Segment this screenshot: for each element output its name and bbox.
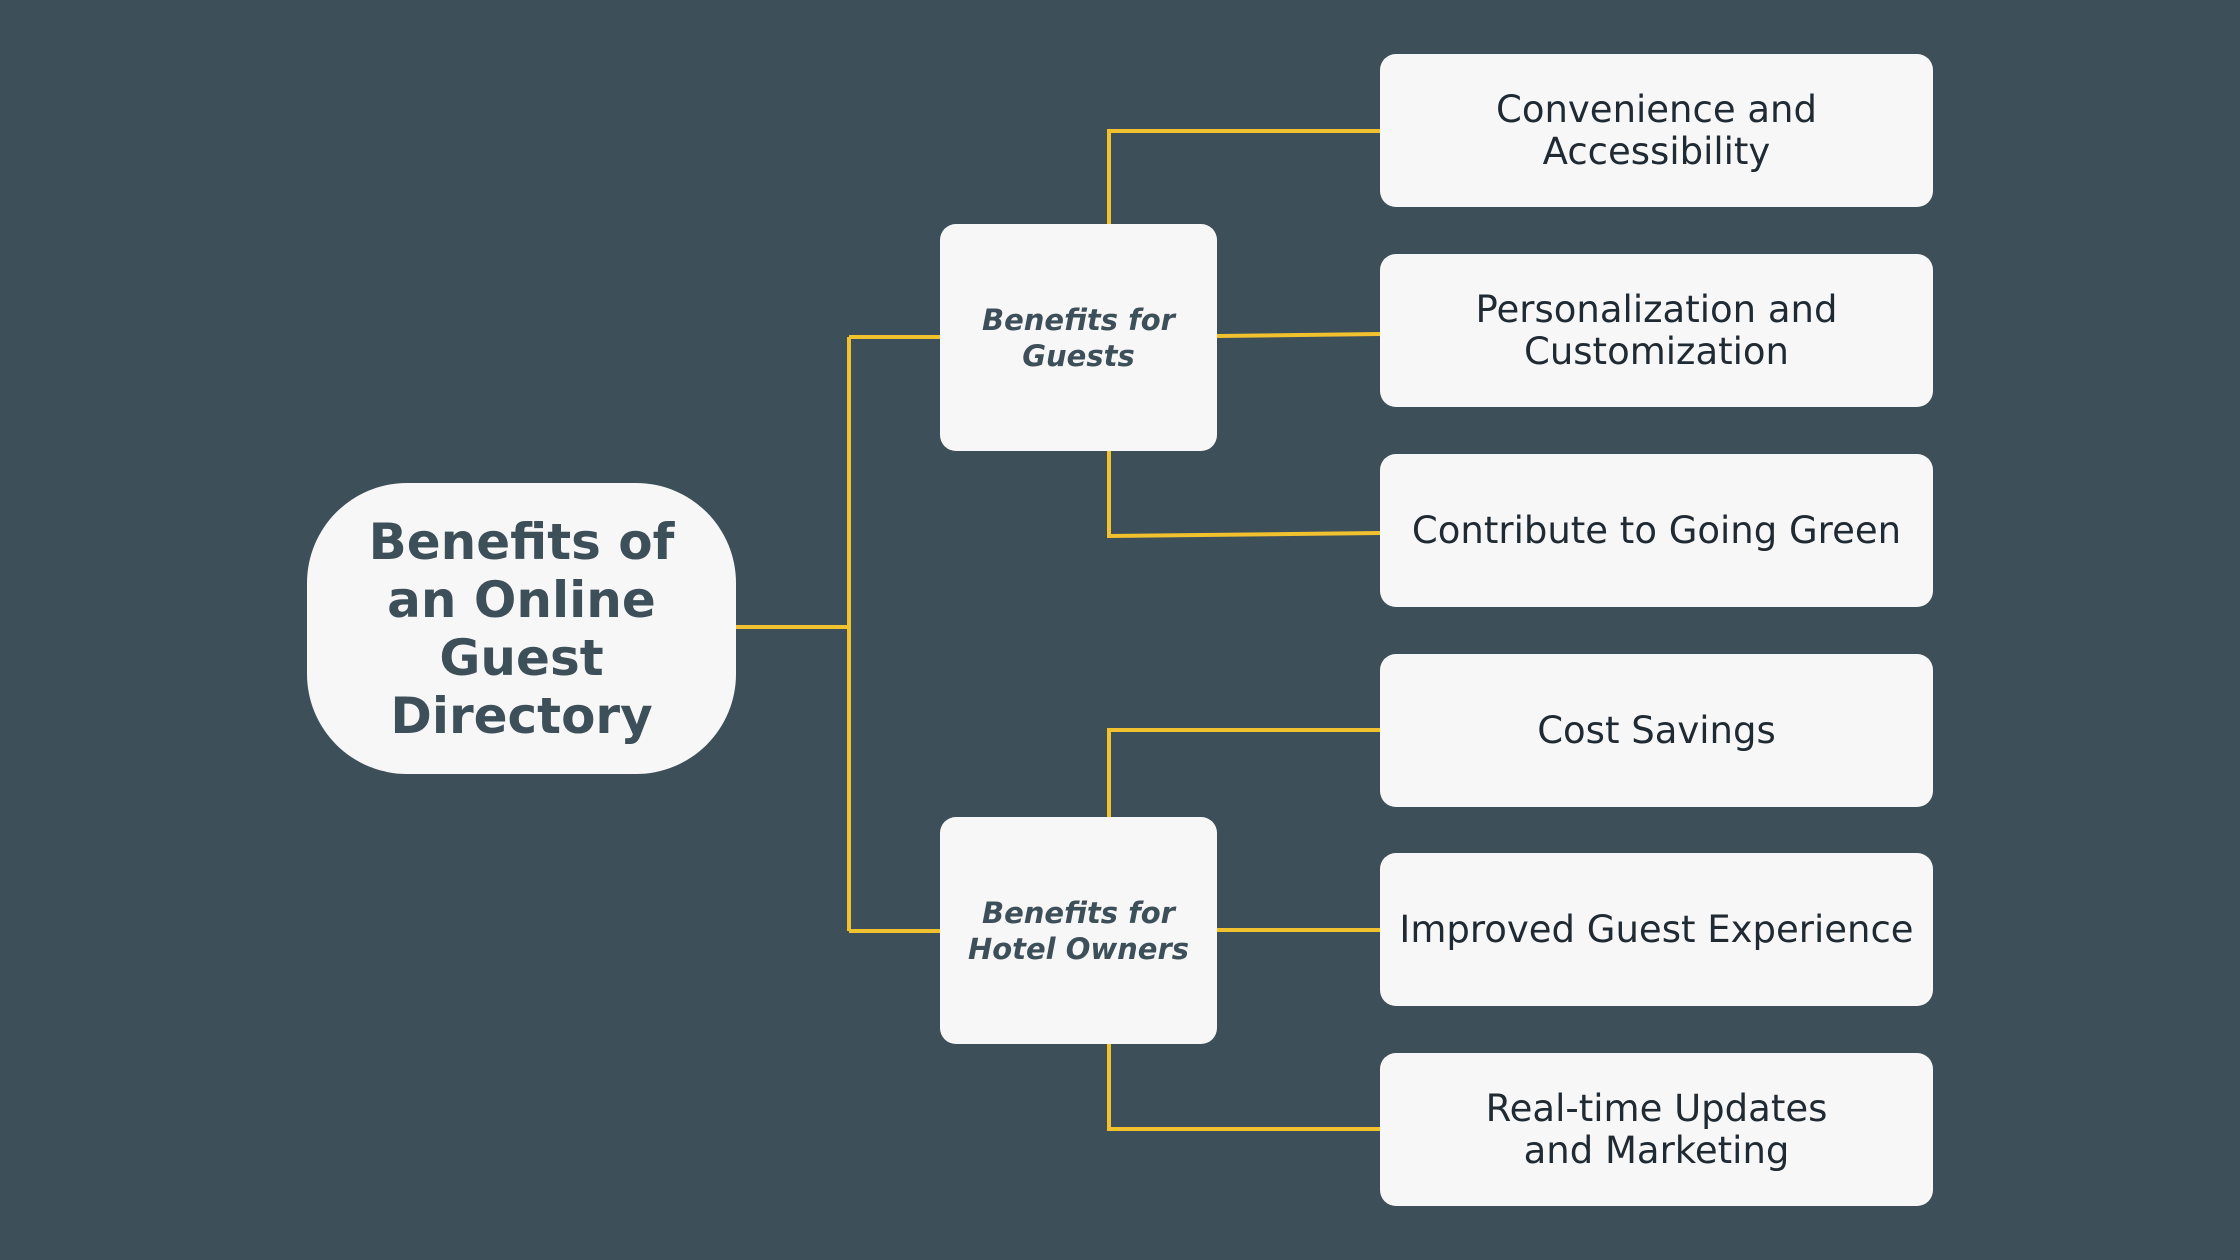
connector-root [736,335,940,933]
leaf-label: Convenience and Accessibility [1495,87,1817,173]
root-node: Benefits of an Online Guest Directory [307,483,736,774]
leaf-label: Cost Savings [1537,708,1776,752]
leaf-label: Real-time Updates and Marketing [1485,1086,1828,1172]
branch-node-owners: Benefits for Hotel Owners [940,817,1217,1044]
branch-node-guests: Benefits for Guests [940,224,1217,451]
leaf-node: Real-time Updates and Marketing [1380,1053,1933,1206]
connector-guests [1107,129,1381,539]
branch-label: Benefits for Hotel Owners [967,895,1190,966]
leaf-node: Contribute to Going Green [1380,454,1933,607]
leaf-label: Contribute to Going Green [1411,508,1902,552]
leaf-label: Personalization and Customization [1475,287,1838,373]
leaf-node: Convenience and Accessibility [1380,54,1933,207]
root-label: Benefits of an Online Guest Directory [368,512,675,745]
leaf-node: Cost Savings [1380,654,1933,807]
connector-owners [1107,728,1380,1131]
leaf-node: Improved Guest Experience [1380,853,1933,1006]
leaf-node: Personalization and Customization [1380,254,1933,407]
leaf-label: Improved Guest Experience [1399,907,1914,951]
branch-label: Benefits for Guests [982,302,1175,373]
